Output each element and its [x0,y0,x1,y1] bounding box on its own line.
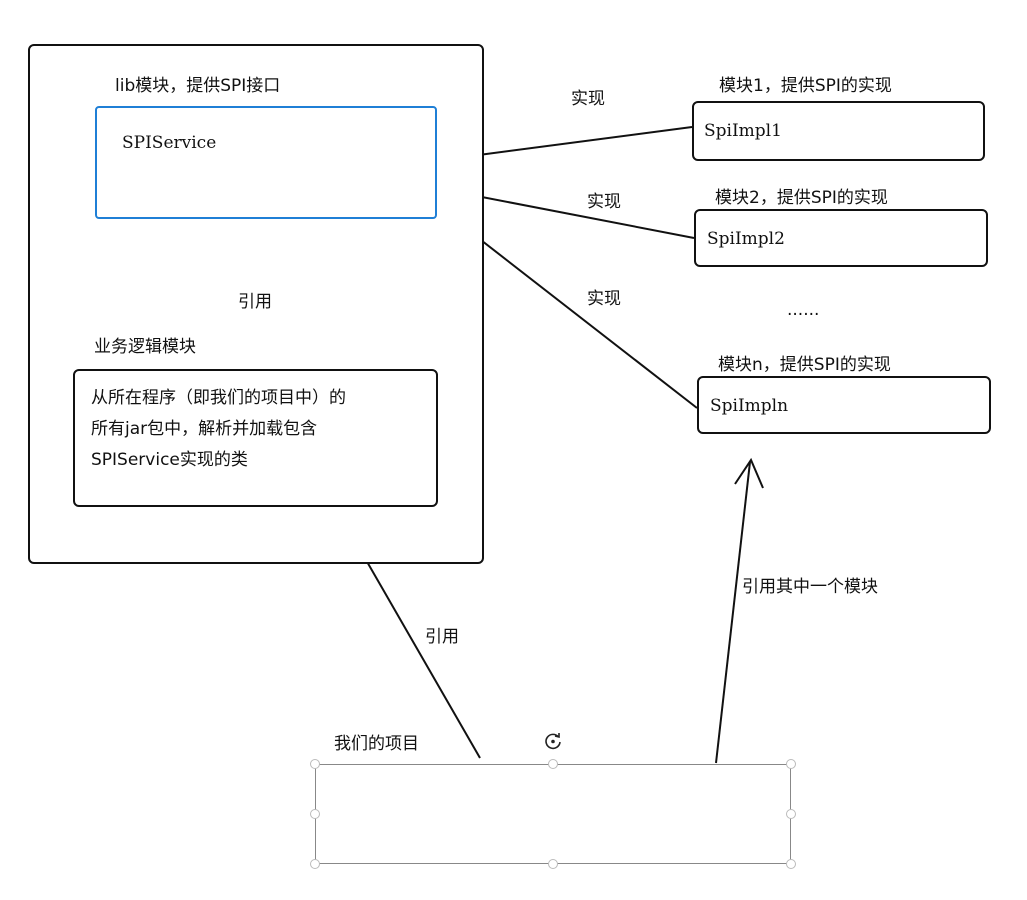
project-title: 我们的项目 [334,734,419,754]
project-box[interactable] [315,764,791,864]
ref-label-business: 引用 [238,292,272,312]
business-desc-line-3: SPIService实现的类 [91,450,248,470]
resize-handle-s[interactable] [548,859,558,869]
resize-handle-se[interactable] [786,859,796,869]
resize-handle-w[interactable] [310,809,320,819]
impl-label-n: 实现 [587,289,621,309]
business-desc-line-1: 从所在程序（即我们的项目中）的 [91,388,346,408]
resize-handle-ne[interactable] [786,759,796,769]
impl-module-title-n: 模块n，提供SPI的实现 [718,355,891,375]
impl-module-title-1: 模块1，提供SPI的实现 [719,76,892,96]
impl-label-1: 实现 [571,89,605,109]
resize-handle-e[interactable] [786,809,796,819]
impl-module-box-1[interactable] [692,101,985,161]
ref-label-project: 引用 [425,627,459,647]
ref-one-module-label: 引用其中一个模块 [742,577,878,597]
impl-ellipsis: ...... [787,300,820,320]
impl-line-2 [455,191,695,239]
rotate-icon[interactable] [542,730,564,752]
lib-module-title: lib模块，提供SPI接口 [115,76,281,96]
impl-line-1 [455,126,693,159]
business-module-title: 业务逻辑模块 [94,337,196,357]
business-desc-line-2: 所有jar包中，解析并加载包含 [91,419,318,439]
spi-service-box[interactable] [95,106,437,219]
impl-name-n: SpiImpln [710,396,789,416]
impl-module-box-2[interactable] [694,209,988,267]
resize-handle-sw[interactable] [310,859,320,869]
impl-line-n [449,215,698,409]
spi-service-label: SPIService [122,133,217,153]
impl-module-box-n[interactable] [697,376,991,434]
impl-module-title-2: 模块2，提供SPI的实现 [715,188,888,208]
business-logic-box[interactable] [73,369,438,507]
impl-label-2: 实现 [587,192,621,212]
ref-line-project [346,526,481,759]
ref-line-impl [715,461,751,764]
resize-handle-nw[interactable] [310,759,320,769]
resize-handle-n[interactable] [548,759,558,769]
impl-name-1: SpiImpl1 [704,121,782,141]
impl-name-2: SpiImpl2 [707,229,785,249]
ref-arrowhead-impl [734,457,764,489]
